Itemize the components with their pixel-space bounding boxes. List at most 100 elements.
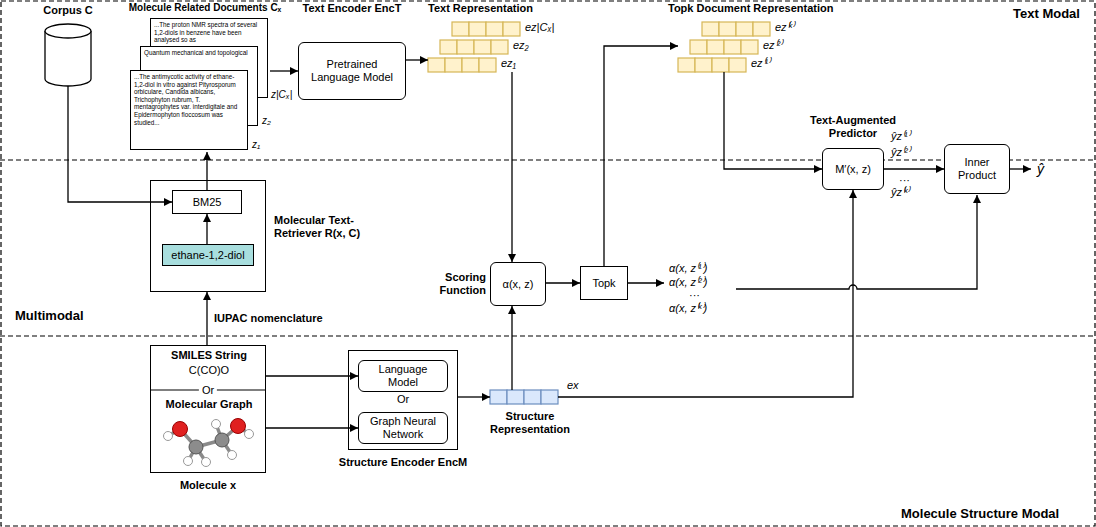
vector-cell xyxy=(428,58,445,72)
node-outline xyxy=(490,390,558,404)
vector-cell xyxy=(707,40,724,54)
node-text: Quantum mechanical and topological xyxy=(144,49,254,57)
connector xyxy=(206,152,207,190)
node-text: Molecule Related Documents Cₓ xyxy=(110,1,300,14)
connector xyxy=(604,46,678,266)
gnn-box: Graph Neural Network xyxy=(358,412,448,444)
connector xyxy=(270,70,298,71)
vector-cell xyxy=(452,22,469,36)
vector-cell xyxy=(486,22,503,36)
text-label: α(x, z⁽ᵏ⁾) xyxy=(668,302,708,315)
node-text: ...The proton NMR spectra of several 1,2… xyxy=(154,21,264,44)
node-text: Language Model xyxy=(363,363,443,389)
vector-cell xyxy=(541,390,558,404)
region-divider xyxy=(0,159,1096,160)
text-label: ez₂ xyxy=(512,39,530,52)
node-text: ethane-1,2-diol xyxy=(171,249,244,262)
text-label: z₁ xyxy=(251,138,261,151)
connector xyxy=(511,306,512,390)
connector xyxy=(724,72,822,169)
node-outline: M′(x, z) xyxy=(822,148,884,190)
vector-cell xyxy=(479,58,496,72)
vector-cell xyxy=(469,22,486,36)
text-label: ŷ xyxy=(1036,161,1045,177)
topk-box: Topk xyxy=(580,266,628,300)
node-outline: SMILES StringC(CO)OOrMolecular Graph xyxy=(150,345,266,473)
text-label: ··· xyxy=(688,289,701,302)
vector-cell xyxy=(678,58,695,72)
node-text: Structure Representation xyxy=(480,410,580,436)
document-stack: Molecule Related Documents Cₓ...The prot… xyxy=(120,0,270,152)
database-cylinder xyxy=(45,24,91,86)
text-label: ŷz⁽²⁾ xyxy=(890,146,911,159)
node-text: Corpus C xyxy=(28,4,108,17)
node-outline xyxy=(45,24,91,86)
vector-cell xyxy=(729,58,746,72)
text-label: ez⁽¹⁾ xyxy=(750,57,771,70)
text-label: ez⁽²⁾ xyxy=(762,39,783,52)
vector-cell xyxy=(524,390,541,404)
text-label: ez⁽ᵏ⁾ xyxy=(774,21,795,34)
node-outline: α(x, z) xyxy=(490,262,546,306)
inner-product-box: Inner Product xyxy=(944,144,1010,194)
connector xyxy=(406,59,428,60)
vector-cell xyxy=(440,40,457,54)
node-text: SMILES String xyxy=(151,349,267,362)
text-label: Text Modal xyxy=(1012,6,1081,21)
vector-cell xyxy=(702,22,719,36)
vector-cell xyxy=(507,390,524,404)
vector-cell xyxy=(503,22,520,36)
vector-cell xyxy=(491,40,508,54)
text-label: z₂ xyxy=(261,114,272,127)
connector xyxy=(206,214,207,244)
node-text: ...The antimycotic activity of ethane-1,… xyxy=(134,73,244,126)
text-label: z|Cₓ| xyxy=(270,88,293,101)
node-text: Text-Augmented Predictor xyxy=(806,114,900,140)
node-text: Graph Neural Network xyxy=(363,415,443,441)
vector-cell xyxy=(719,22,736,36)
text-label: Multimodal xyxy=(14,308,85,323)
edge-label: IUPAC nomenclature xyxy=(213,312,324,325)
text-label: Molecule Structure Modal xyxy=(900,506,1060,521)
vector-cell xyxy=(462,58,479,72)
node-text: BM25 xyxy=(193,196,222,209)
vector-cell xyxy=(690,40,707,54)
node-text: Structure Encoder EncM xyxy=(338,456,468,469)
node-text: Scoring Function xyxy=(428,271,486,297)
connector xyxy=(511,72,512,262)
text-label: α(x, z⁽²⁾) xyxy=(668,276,708,289)
node-text: Topk xyxy=(592,277,615,290)
vector-cell xyxy=(445,58,462,72)
vector-cell xyxy=(753,22,770,36)
connector xyxy=(546,282,580,283)
vector-cell xyxy=(724,40,741,54)
text-label: ŷz⁽¹⁾ xyxy=(890,130,911,143)
connector xyxy=(458,396,490,397)
document-card: ...The antimycotic activity of ethane-1,… xyxy=(130,70,248,150)
node-text: Molecular Graph xyxy=(151,398,267,411)
node-text: Text Representation xyxy=(428,2,568,15)
node-text: α(x, z) xyxy=(503,278,534,291)
node-text: Inner Product xyxy=(949,156,1005,182)
vector-cell xyxy=(741,40,758,54)
region-divider xyxy=(0,335,1096,336)
vector-cell xyxy=(695,58,712,72)
vector-cell xyxy=(490,390,507,404)
vector-cell xyxy=(736,22,753,36)
connector xyxy=(558,190,853,397)
iupac-name-box: ethane-1,2-diol xyxy=(162,244,254,266)
node-text: Text Encoder EncT xyxy=(298,2,406,15)
vector-cell xyxy=(712,58,729,72)
node-text: Or xyxy=(199,384,217,397)
text-label: ex xyxy=(566,379,580,392)
vector-cells xyxy=(428,22,770,404)
language-model-box: Language Model xyxy=(358,360,448,392)
text-label: ŷz⁽ᵏ⁾ xyxy=(890,186,910,199)
connector xyxy=(266,427,358,428)
connector xyxy=(266,375,358,376)
bm25-box: BM25 xyxy=(172,190,242,214)
node-text: M′(x, z) xyxy=(835,163,871,176)
